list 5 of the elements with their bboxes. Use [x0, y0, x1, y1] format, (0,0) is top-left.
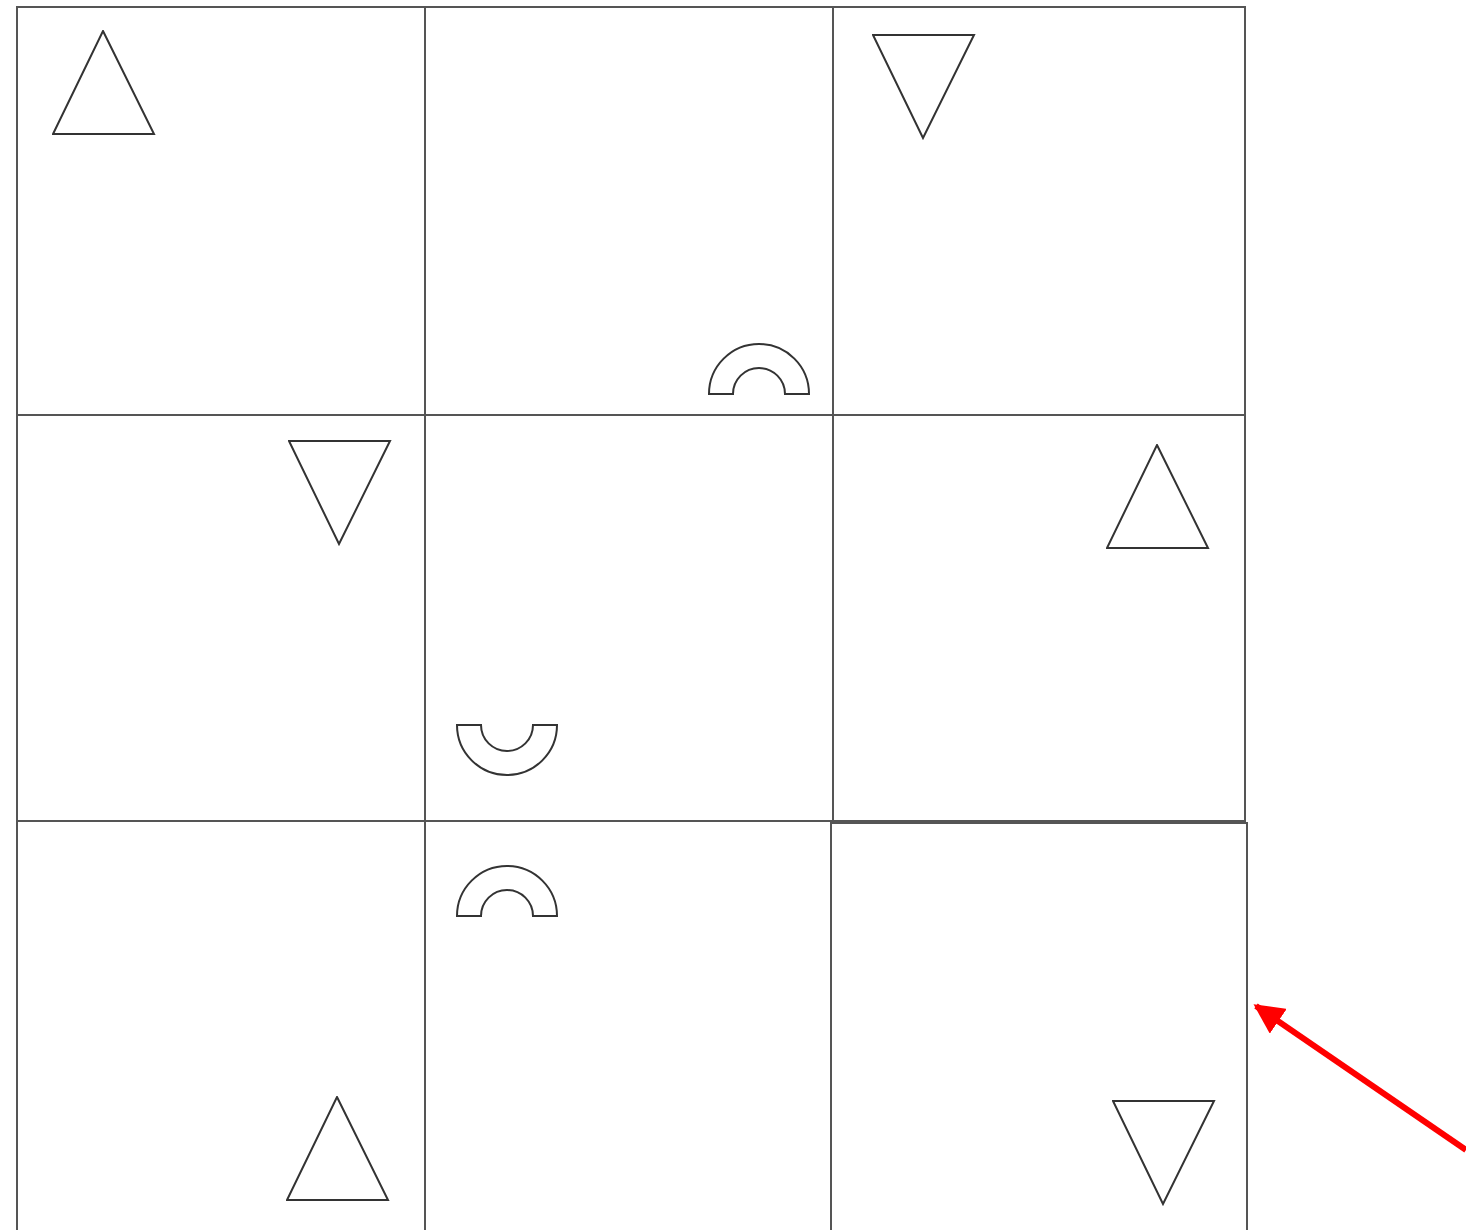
grid-cell	[830, 822, 1248, 1230]
grid-cell	[832, 6, 1246, 416]
arrow	[1253, 1003, 1466, 1153]
grid-cell	[16, 6, 426, 416]
grid-cell	[832, 414, 1246, 822]
